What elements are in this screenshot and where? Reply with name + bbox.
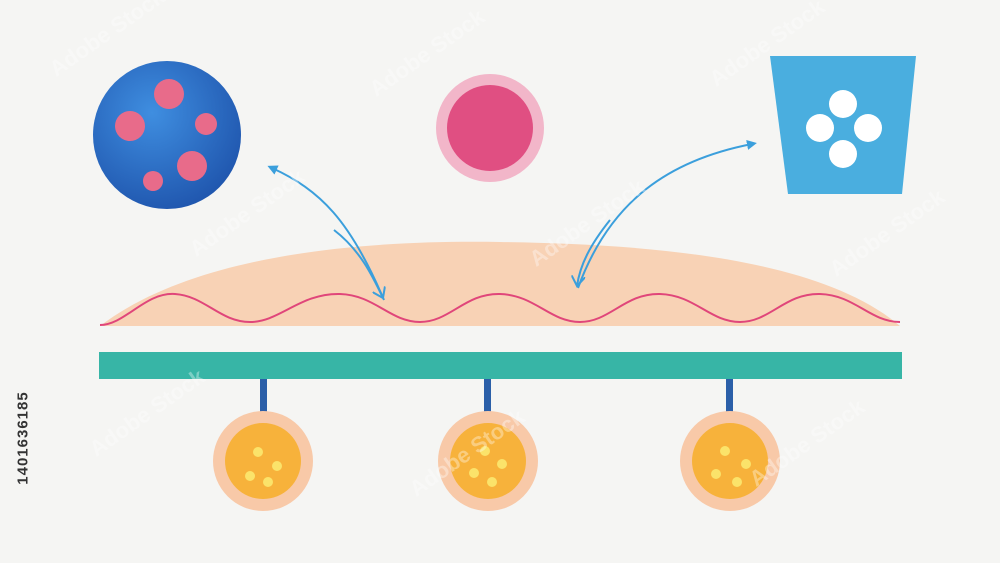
pink-cell-icon bbox=[436, 74, 544, 182]
double-arrow-icon bbox=[577, 140, 757, 289]
stock-id-label: 1401636185 bbox=[14, 391, 32, 485]
vesicle-icon bbox=[438, 379, 538, 511]
skin-layer bbox=[100, 241, 900, 326]
double-arrow-icon bbox=[267, 165, 384, 301]
vesicle-icon bbox=[213, 379, 313, 511]
blue-cell-icon bbox=[93, 61, 241, 209]
cup-icon bbox=[770, 56, 916, 194]
vesicle-icon bbox=[680, 379, 780, 511]
membrane-bar bbox=[99, 352, 902, 379]
wavy-line bbox=[99, 292, 901, 326]
